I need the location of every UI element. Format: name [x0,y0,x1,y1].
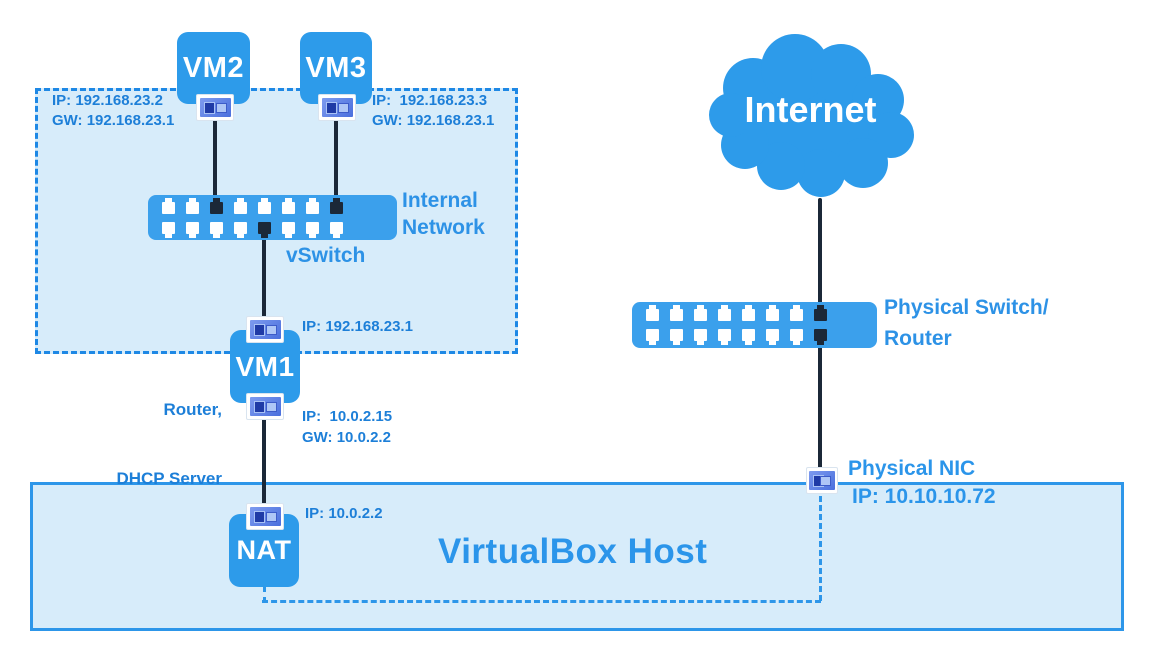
ethernet-port [306,222,319,238]
vm2-box: VM2 [177,32,250,104]
ethernet-port [330,222,343,238]
nat-nic-icon [246,503,284,530]
ethernet-port [718,329,731,345]
vm1-nat-nic-icon [246,393,284,420]
ethernet-port [790,329,803,345]
vm1-nat-gw-label: GW: 10.0.2.2 [302,429,391,446]
vm1-role-line2: DHCP Server [116,469,222,488]
vm2-label: VM2 [182,51,245,84]
internet-cloud: Internet [703,30,918,205]
cable-vswitch-to-vm1 [262,236,266,332]
ethernet-port [670,305,683,321]
ethernet-port [646,305,659,321]
physical-nic-ip-label: IP: 10.10.10.72 [852,485,996,508]
ethernet-port [282,198,295,214]
vswitch-label-line3: vSwitch [286,244,366,267]
ethernet-port [234,222,247,238]
ethernet-port-connected [210,198,223,214]
cable-vm2-to-vswitch [213,108,217,200]
vm3-box: VM3 [300,32,372,104]
vm3-label: VM3 [305,51,367,84]
vm3-nic-icon [318,94,356,121]
ethernet-port [718,305,731,321]
ethernet-port [742,329,755,345]
switch-port-row-top [646,305,827,321]
cable-internet-to-physical-switch [818,198,822,306]
vm1-internal-nic-icon [246,316,284,343]
vm2-gw-label: GW: 192.168.23.1 [52,112,175,129]
vswitch-label-line2: Network [402,216,485,239]
vm1-nat-ip-label: IP: 10.0.2.15 [302,408,393,425]
ethernet-port [210,222,223,238]
ethernet-port [694,329,707,345]
physical-nic-icon [806,467,838,494]
ethernet-port [306,198,319,214]
ethernet-port [766,305,779,321]
ethernet-port [162,198,175,214]
nic-board [809,471,835,490]
ethernet-port [766,329,779,345]
ethernet-port [646,329,659,345]
ethernet-port [670,329,683,345]
vm1-role-line1: Router, [163,400,222,419]
internet-label: Internet [744,88,877,130]
cable-physical-switch-to-nic [818,344,822,470]
nic-board [321,98,353,117]
ethernet-port [186,222,199,238]
nic-board [249,320,281,339]
vswitch-label-line1: Internal [402,189,478,212]
physical-nic-label: Physical NIC [848,457,976,480]
vm2-nic-icon [196,94,234,121]
nic-board [249,507,281,526]
ethernet-port [694,305,707,321]
physical-switch-label-line2: Router [884,327,952,350]
vm1-role-label: Router, DHCP Server [96,352,222,536]
vm1-label: VM1 [235,350,295,382]
nic-dashed-vertical [819,496,822,601]
vm3-ip-label: IP: 192.168.23.3 [372,92,488,109]
nic-board [249,397,281,416]
nat-dashed-stub [263,586,266,603]
ethernet-port-connected [814,305,827,321]
ethernet-port [790,305,803,321]
nat-ip-label: IP: 10.0.2.2 [305,505,383,522]
ethernet-port [258,198,271,214]
vm2-ip-label: IP: 192.168.23.2 [52,92,163,109]
internal-network-vswitch [148,195,397,240]
cable-vm3-to-vswitch [334,108,338,200]
ethernet-port [742,305,755,321]
vm3-gw-label: GW: 192.168.23.1 [372,112,495,129]
cable-vm1-to-nat [262,412,266,508]
ethernet-port [282,222,295,238]
ethernet-port-connected [258,222,271,238]
switch-port-row-bottom [162,222,343,238]
ethernet-port-connected [330,198,343,214]
ethernet-port [234,198,247,214]
switch-port-row-top [162,198,343,214]
switch-port-row-bottom [646,329,827,345]
ethernet-port [162,222,175,238]
vm1-internal-ip-label: IP: 192.168.23.1 [302,318,413,335]
nat-label: NAT [236,535,292,565]
nic-board [199,98,231,117]
virtualbox-host-label: VirtualBox Host [438,532,708,571]
nat-to-nic-dashed-horizontal [262,600,821,603]
physical-switch [632,302,877,348]
physical-switch-label-line1: Physical Switch/ [884,296,1049,319]
ethernet-port [186,198,199,214]
cloud-icon [709,34,914,197]
ethernet-port-connected [814,329,827,345]
virtualbox-host-zone [30,482,1124,631]
